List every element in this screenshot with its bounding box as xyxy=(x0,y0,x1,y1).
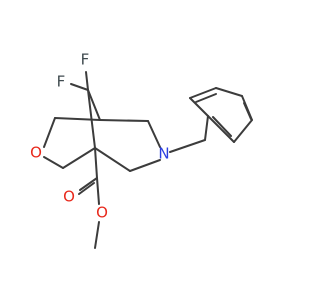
bond-ph-inner-b xyxy=(243,102,252,120)
bond-o-methyl xyxy=(94,221,100,249)
bond-ph-inner-c xyxy=(212,116,232,137)
ester-oxygen-label: O xyxy=(96,204,108,222)
bond-c9-c1 xyxy=(87,89,101,121)
bond-ph-5-6 xyxy=(233,119,253,143)
bond-c-o-double-b xyxy=(78,182,95,195)
bond-n7-ch2 xyxy=(169,139,206,153)
bond-c-o-double-a xyxy=(79,177,98,191)
molecule-canvas: F F O N O O xyxy=(30,51,253,249)
structure-diagram: F F O N O O xyxy=(30,51,253,249)
bond-ph-2-3 xyxy=(189,87,217,99)
bond-ph-3-4 xyxy=(215,87,243,97)
bond-c-o-ester xyxy=(96,177,100,205)
bond-ph-6-1 xyxy=(207,115,235,143)
bonds xyxy=(43,71,253,249)
atom-labels: F F O N O O xyxy=(30,51,170,222)
amine-nitrogen-label: N xyxy=(158,145,169,163)
bond-c1-c2 xyxy=(54,117,101,121)
carbonyl-oxygen-label: O xyxy=(63,188,75,206)
bond-c6-c5 xyxy=(94,147,131,172)
bond-c5-ccarbonyl xyxy=(94,147,98,179)
bond-c1-c8 xyxy=(99,119,149,122)
ring-oxygen-label: O xyxy=(30,144,42,162)
bond-o3-c4 xyxy=(43,156,64,169)
bond-n7-c6 xyxy=(129,159,161,172)
fluorine-top-label: F xyxy=(81,51,90,69)
bond-ch2-ph xyxy=(204,115,209,141)
bond-c2-o3 xyxy=(43,117,56,148)
bond-ph-1-2 xyxy=(189,97,209,117)
bond-c4-c5 xyxy=(62,147,96,169)
bond-c8-n7 xyxy=(147,120,161,148)
fluorine-left-label: F xyxy=(57,73,66,91)
bond-c9-f-left xyxy=(70,83,89,91)
bond-c9-f-top xyxy=(85,71,89,91)
bond-ph-inner-a xyxy=(195,93,217,103)
